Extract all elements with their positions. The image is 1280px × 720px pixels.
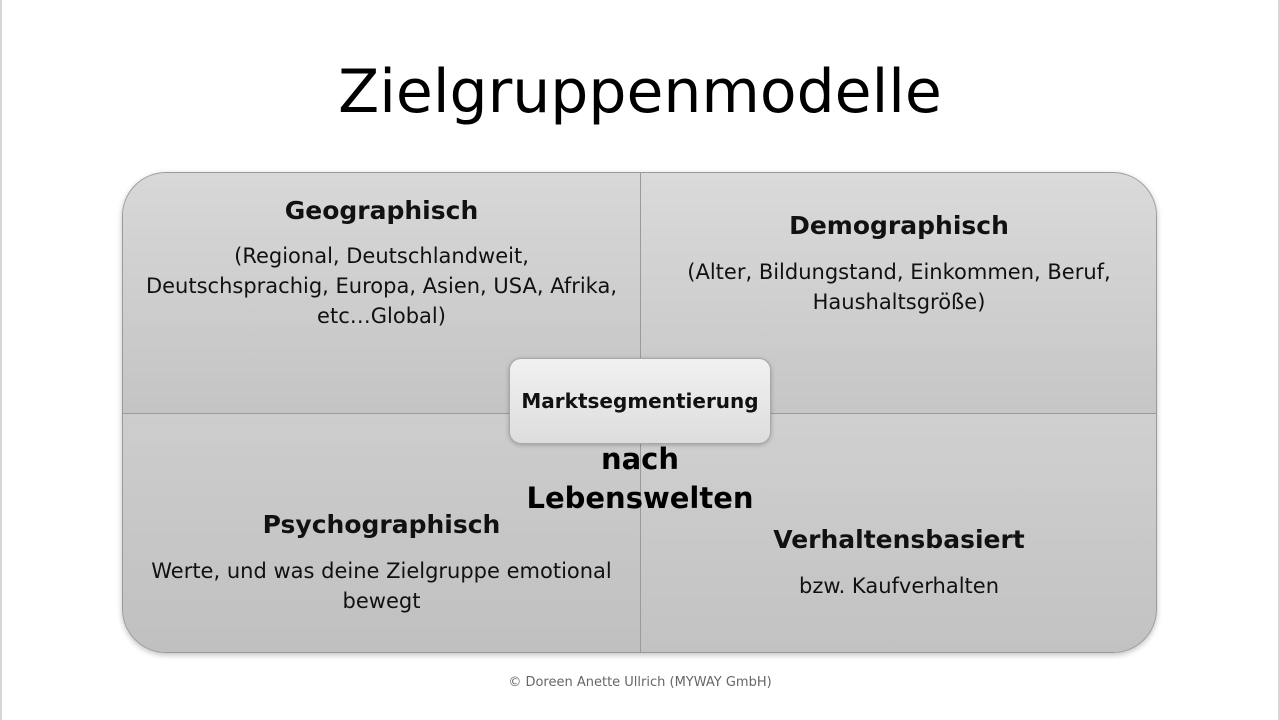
copyright-footer: © Doreen Anette Ullrich (MYWAY GmbH) — [508, 675, 772, 690]
quadrant-geographic-heading: Geographisch — [284, 196, 479, 225]
slide-title: Zielgruppenmodelle — [338, 57, 942, 127]
quadrant-demographic-text: (Alter, Bildungstand, Einkommen, Beruf, … — [660, 257, 1138, 317]
quadrant-geographic-line-3: etc…Global) — [317, 304, 446, 328]
overlay-text-line-2: Lebenswelten — [526, 481, 754, 515]
quadrant-demographic-heading: Demographisch — [789, 211, 1009, 240]
quadrant-demographic: Demographisch (Alter, Bildungstand, Eink… — [640, 173, 1156, 413]
quadrant-psychographic-line-2: bewegt — [342, 589, 421, 613]
quadrant-demographic-line-1: (Alter, Bildungstand, Einkommen, Beruf, — [687, 260, 1111, 284]
overlay-text-line-1: nach — [600, 442, 680, 476]
quadrant-geographic: Geographisch (Regional, Deutschlandweit,… — [123, 173, 640, 413]
quadrant-behavioral-heading: Verhaltensbasiert — [773, 525, 1025, 554]
center-label: Marktsegmentierung — [521, 389, 759, 413]
quadrant-geographic-line-2: Deutschsprachig, Europa, Asien, USA, Afr… — [145, 274, 618, 298]
quadrant-behavioral-text: bzw. Kaufverhalten — [660, 571, 1138, 601]
quadrant-geographic-line-1: (Regional, Deutschlandweit, — [234, 244, 529, 268]
overlay-text: nach Lebenswelten — [440, 440, 840, 518]
quadrant-behavioral: Verhaltensbasiert bzw. Kaufverhalten — [640, 413, 1156, 652]
quadrant-geographic-text: (Regional, Deutschlandweit, Deutschsprac… — [143, 241, 620, 331]
quadrant-psychographic-heading: Psychographisch — [262, 510, 501, 539]
quadrant-demographic-line-2: Haushaltsgröße) — [812, 290, 986, 314]
quadrant-behavioral-line-1: bzw. Kaufverhalten — [798, 574, 999, 598]
center-label-box: Marktsegmentierung — [509, 358, 771, 444]
quadrant-psychographic-text: Werte, und was deine Zielgruppe emotiona… — [143, 556, 620, 616]
quadrant-psychographic: Psychographisch Werte, und was deine Zie… — [123, 413, 640, 652]
quadrant-psychographic-line-1: Werte, und was deine Zielgruppe emotiona… — [151, 559, 612, 583]
